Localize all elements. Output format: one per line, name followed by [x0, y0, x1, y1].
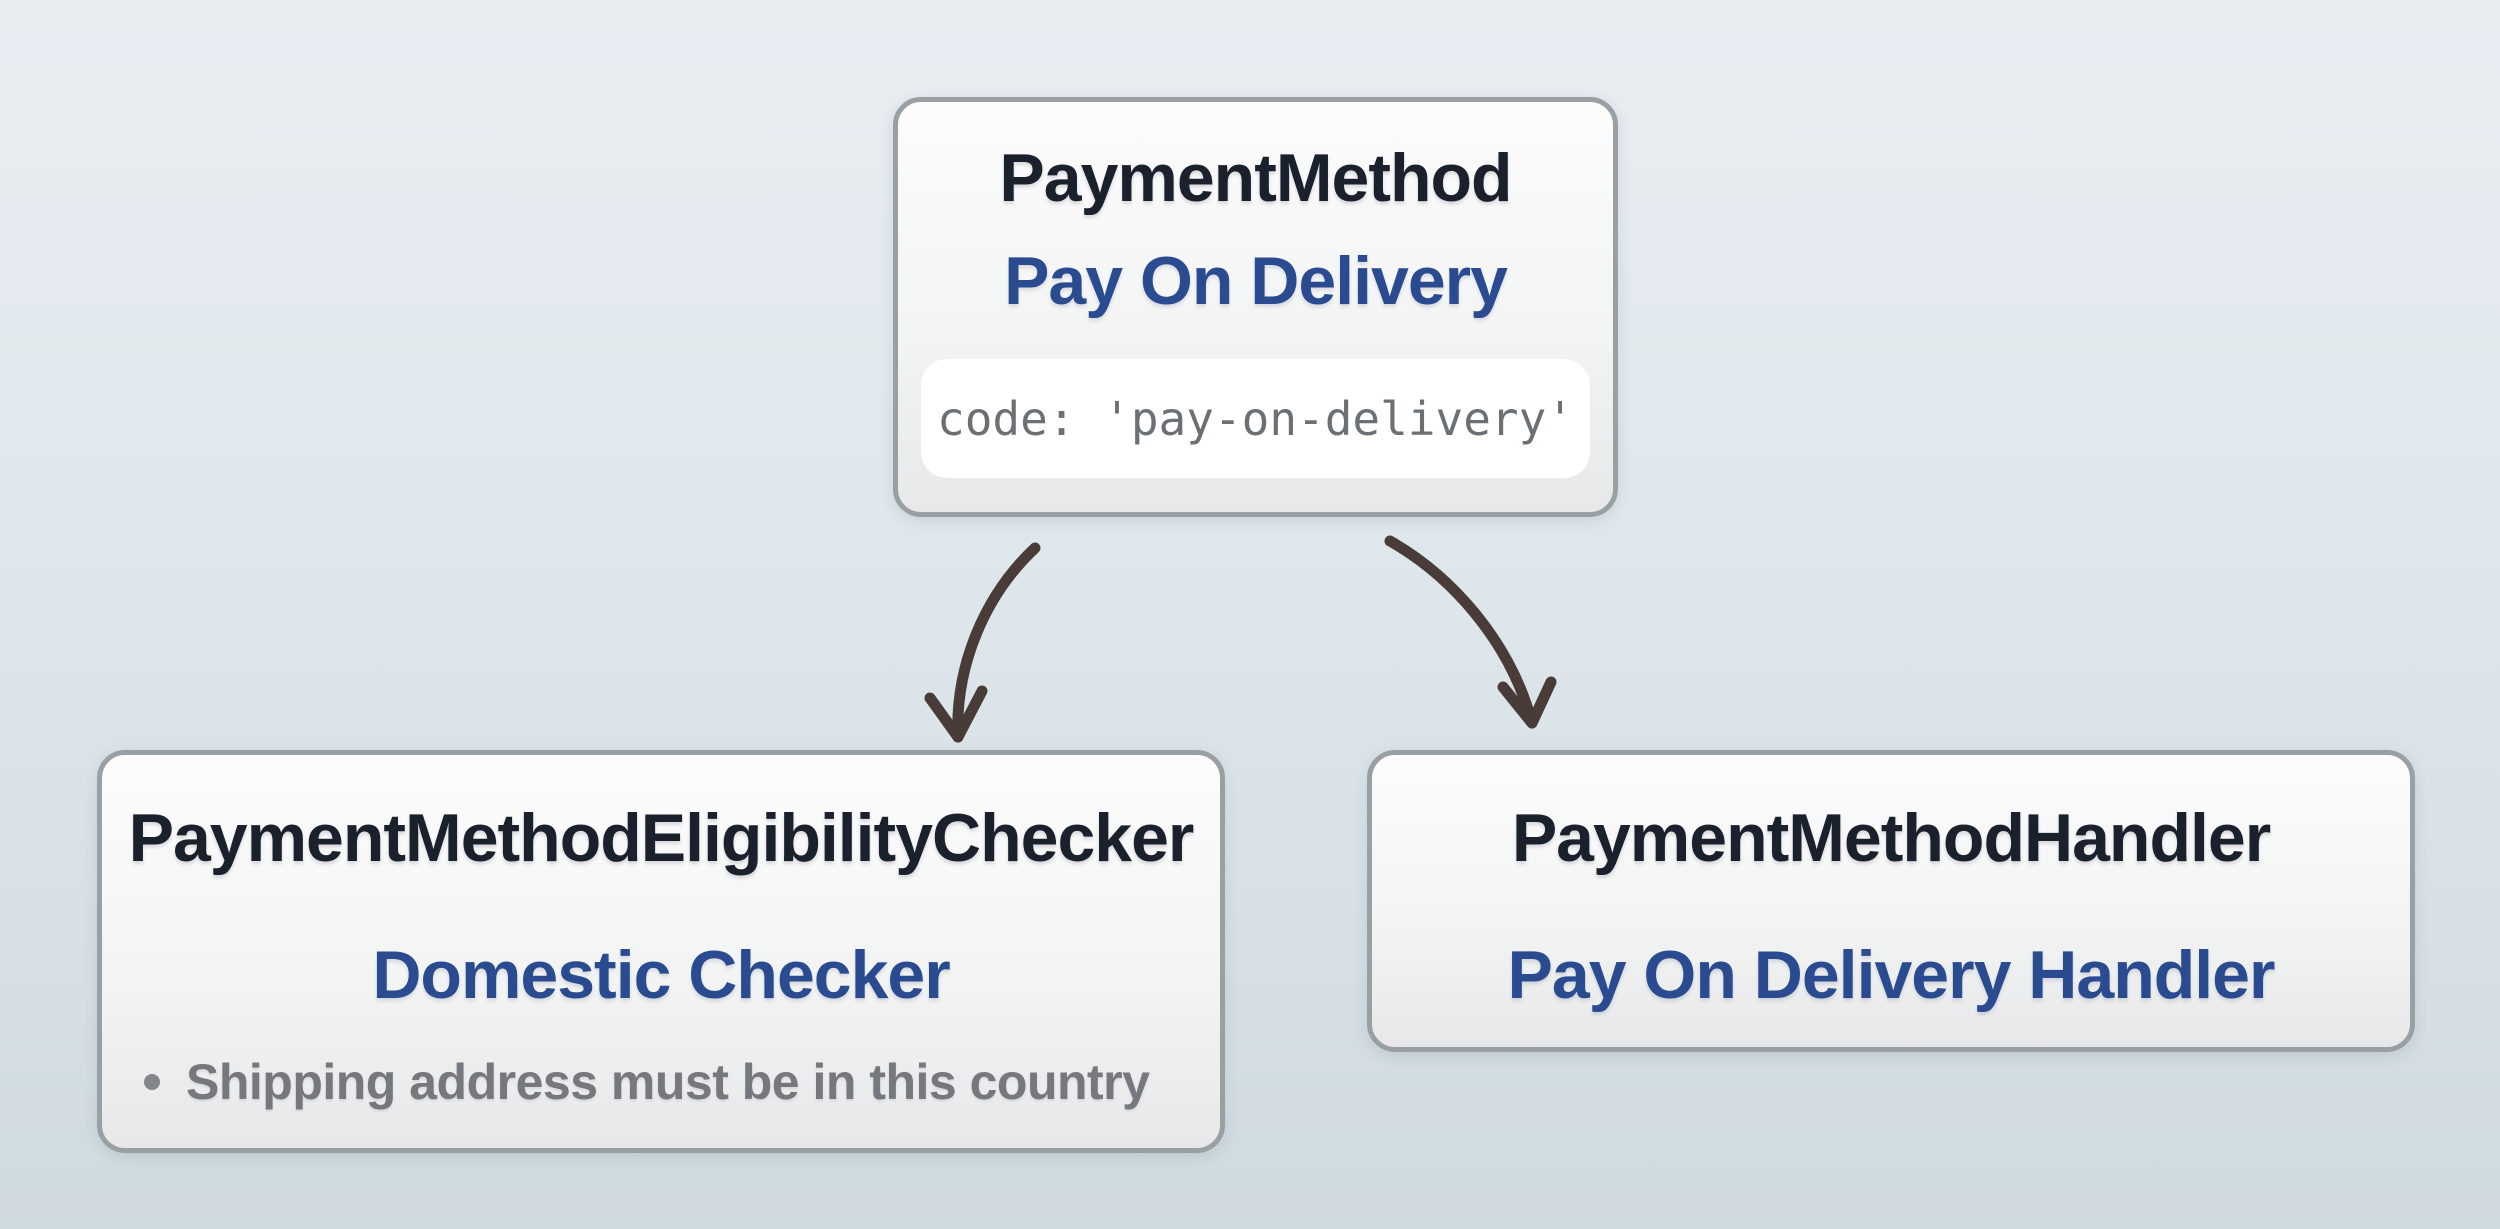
node-handler: PaymentMethodHandler Pay On Delivery Han…: [1367, 750, 2415, 1052]
node-eligibility-checker: PaymentMethodEligibilityChecker Domestic…: [97, 750, 1225, 1153]
node-payment-method-code: code: 'pay-on-delivery': [937, 391, 1574, 446]
node-payment-method-subtitle: Pay On Delivery: [1004, 243, 1508, 319]
node-eligibility-checker-title: PaymentMethodEligibilityChecker: [128, 800, 1195, 876]
node-payment-method-code-pill: code: 'pay-on-delivery': [921, 359, 1590, 478]
arrow-payment-method-to-eligibility-checker-shaft: [952, 542, 1041, 743]
arrow-payment-method-to-handler-head: [1497, 676, 1557, 729]
eligibility-rule-item: Shipping address must be in this country: [102, 1053, 1150, 1111]
node-handler-title: PaymentMethodHandler: [1511, 800, 2271, 876]
arrow-payment-method-to-handler-shaft: [1384, 535, 1538, 729]
node-payment-method: PaymentMethod Pay On Delivery code: 'pay…: [893, 97, 1618, 517]
bullet-marker: [144, 1074, 160, 1090]
node-payment-method-title: PaymentMethod: [999, 140, 1512, 216]
node-eligibility-checker-subtitle: Domestic Checker: [372, 937, 950, 1013]
eligibility-rule-text: Shipping address must be in this country: [186, 1054, 1150, 1110]
node-handler-subtitle: Pay On Delivery Handler: [1507, 937, 2276, 1013]
arrow-payment-method-to-eligibility-checker-head: [924, 685, 988, 743]
